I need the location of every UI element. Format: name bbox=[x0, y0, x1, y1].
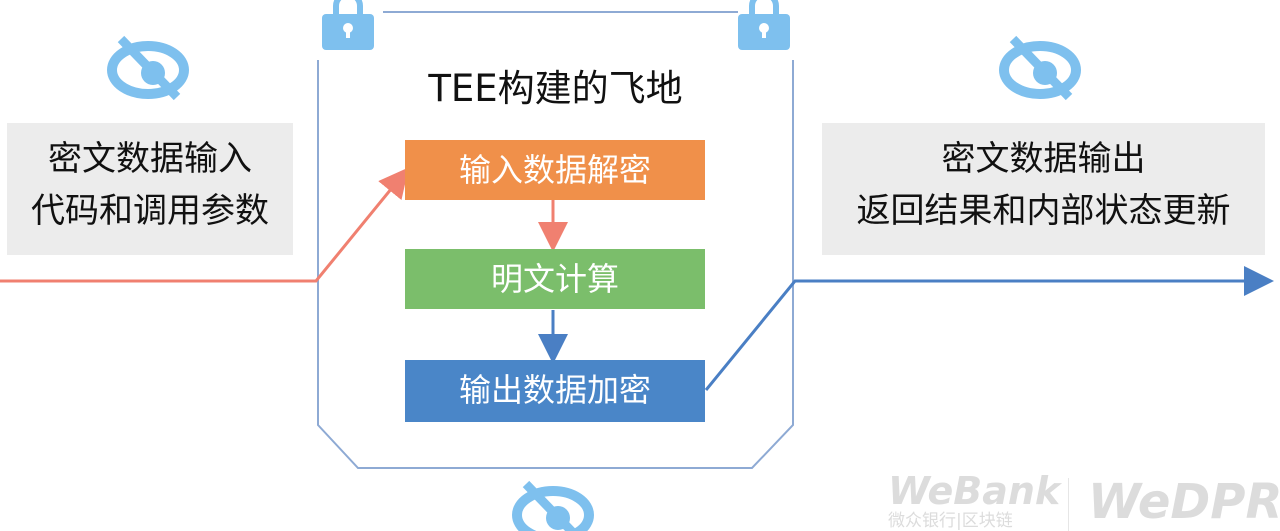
output-box-line2: 返回结果和内部状态更新 bbox=[856, 191, 1231, 231]
enclave-title: TEE构建的飞地 bbox=[428, 67, 683, 110]
input-box-line2: 代码和调用参数 bbox=[31, 191, 269, 231]
step-encrypt: 输出数据加密 bbox=[405, 360, 705, 422]
footer-logo-wedpr: WeDPR bbox=[1088, 474, 1280, 530]
footer-logo-webank: WeBank bbox=[888, 469, 1061, 513]
input-box: 密文数据输入 代码和调用参数 bbox=[7, 123, 293, 255]
output-box-line1: 密文数据输出 bbox=[941, 139, 1146, 179]
lock-icon bbox=[322, 0, 374, 50]
eye-slash-icon bbox=[1004, 39, 1076, 97]
output-arrow bbox=[704, 266, 1274, 391]
footer-logo-subtitle: 微众银行|区块链 bbox=[888, 511, 1013, 531]
footer-logo-divider bbox=[1068, 478, 1069, 531]
enclave-border bbox=[317, 11, 794, 469]
output-box: 密文数据输出 返回结果和内部状态更新 bbox=[822, 123, 1265, 255]
input-box-line1: 密文数据输入 bbox=[48, 139, 252, 179]
step-compute: 明文计算 bbox=[405, 249, 705, 309]
input-arrow bbox=[0, 167, 409, 283]
step-decrypt: 输入数据解密 bbox=[405, 140, 705, 200]
eye-slash-icon bbox=[112, 39, 184, 97]
eye-slash-icon bbox=[517, 484, 589, 531]
lock-icon bbox=[738, 0, 790, 50]
